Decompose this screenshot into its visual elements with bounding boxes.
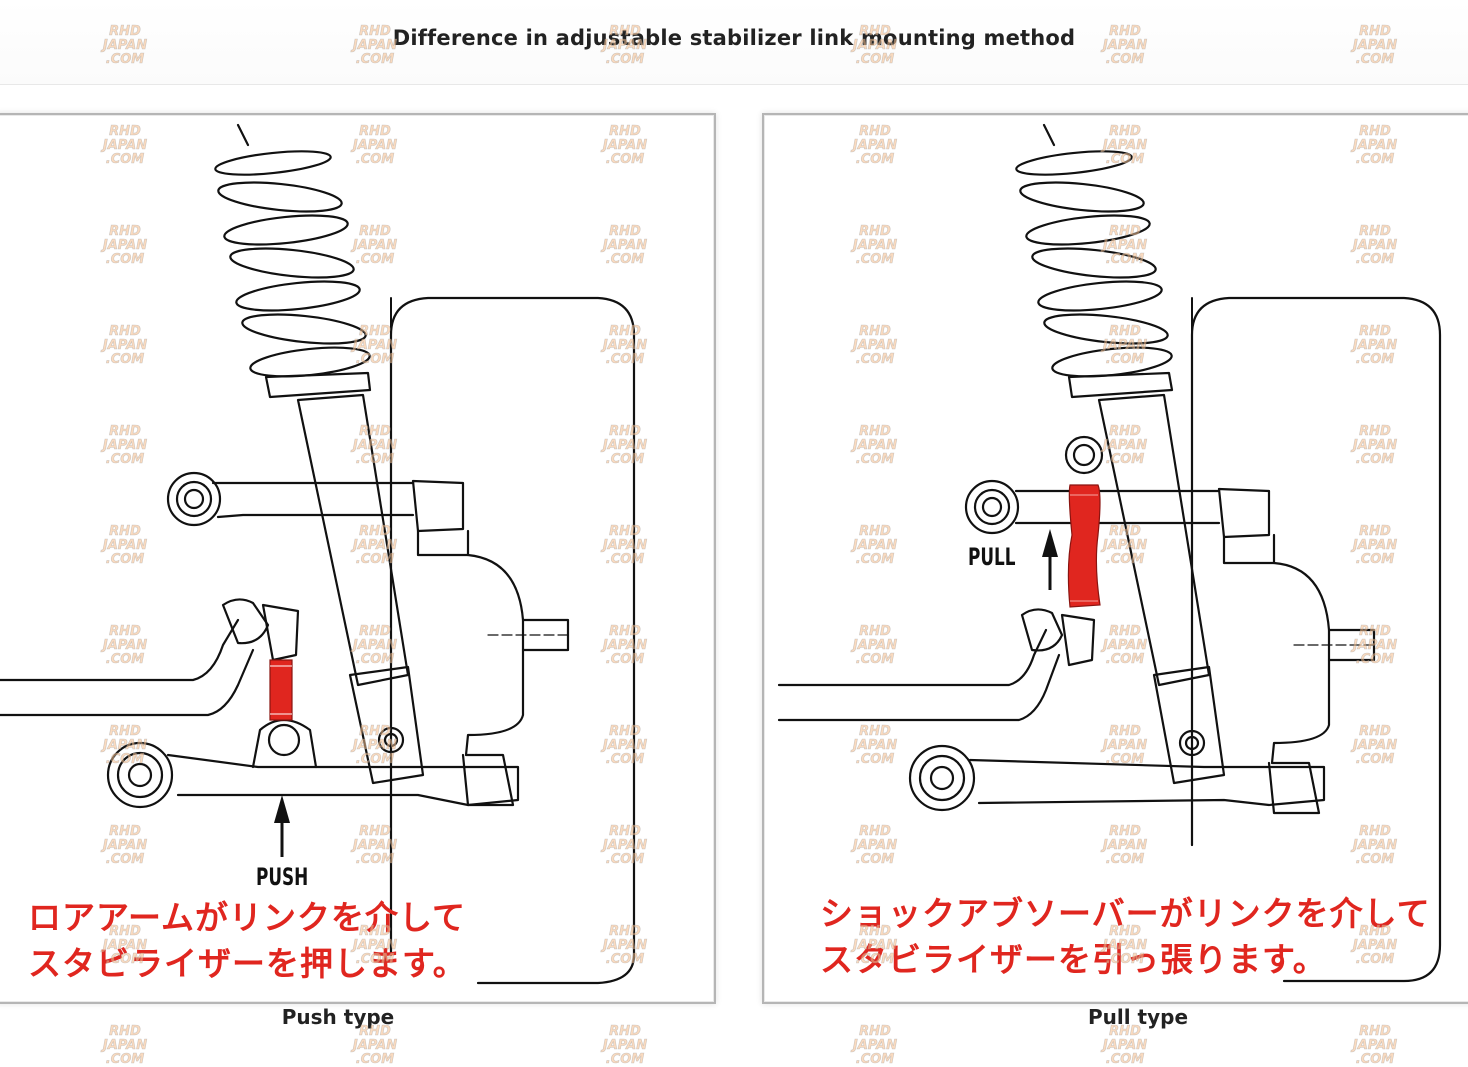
figure-push-type: PUSH ロアアームがリンクを介して スタビライザーを押します。 (0, 113, 716, 1004)
pull-description: ショックアブソーバーがリンクを介して スタビライザーを引っ張ります。 (820, 891, 1431, 983)
steering-knuckle (1267, 561, 1376, 815)
caption-push-type: Push type (281, 1005, 395, 1029)
shock-absorber (1097, 393, 1226, 785)
pull-description-line2: スタビライザーを引っ張ります。 (820, 940, 1327, 979)
push-description-line1: ロアアームがリンクを介して (28, 898, 467, 937)
lower-arm (908, 744, 1326, 812)
pull-description-line1: ショックアブソーバーがリンクを介して (820, 894, 1431, 933)
tire-outline (389, 296, 636, 985)
lower-arm (106, 718, 520, 809)
suspension-diagram-push (0, 123, 636, 985)
push-arrow-icon (274, 795, 290, 857)
caption-pull-type: Pull type (1087, 1005, 1189, 1029)
page-header: Difference in adjustable stabilizer link… (0, 0, 1468, 85)
upper-arm (166, 471, 470, 557)
suspension-diagram-pull (777, 123, 1442, 983)
page-title: Difference in adjustable stabilizer link… (392, 26, 1076, 50)
pull-arrow-icon (1042, 529, 1058, 590)
adjustable-link-pull (1067, 484, 1101, 608)
figure-pull-type: PULL ショックアブソーバーがリンクを介して スタビライザーを引っ張ります。 (762, 113, 1468, 1004)
pull-label: PULL (968, 543, 1016, 571)
stabilizer-bar (0, 598, 300, 717)
push-description: ロアアームがリンクを介して スタビライザーを押します。 (28, 895, 467, 987)
adjustable-link-push (269, 659, 293, 721)
steering-knuckle (461, 553, 570, 807)
push-description-line2: スタビライザーを押します。 (28, 944, 467, 983)
upper-arm (964, 479, 1276, 565)
coil-spring (214, 123, 372, 399)
stabilizer-bar (777, 608, 1096, 722)
shock-absorber (296, 393, 425, 785)
push-label: PUSH (256, 863, 309, 891)
coil-spring (1015, 123, 1174, 399)
tire-outline (1190, 296, 1442, 983)
